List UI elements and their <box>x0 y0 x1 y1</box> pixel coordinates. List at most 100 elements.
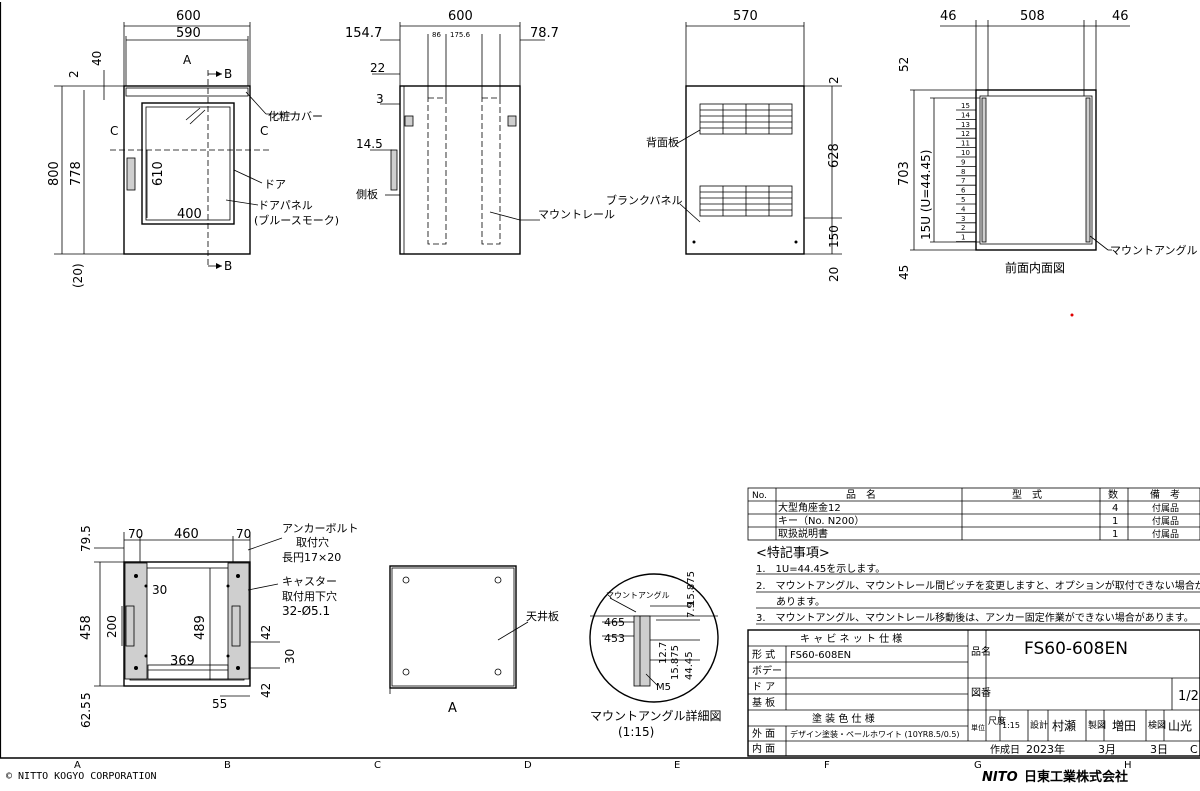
callout-mount-angle: マウントアングル <box>1110 243 1198 257</box>
spec-row-1-value: FS60-608EN <box>790 650 851 661</box>
front-dim-800: 800 <box>47 161 62 186</box>
scale-label: 尺度 <box>988 715 1006 727</box>
rack-unit-6: 6 <box>961 187 966 195</box>
front-cover <box>125 87 249 97</box>
bottom-rail-left <box>124 562 148 680</box>
designer-name: 村瀬 <box>1052 719 1076 733</box>
mount-angle-left <box>981 97 987 243</box>
callout-cosmetic-cover: 化粧カバー <box>268 109 323 123</box>
spec-row-3-label: ド ア <box>752 682 775 693</box>
bottom-dim-30: 30 <box>152 583 167 597</box>
front-dim-778: 778 <box>69 161 84 186</box>
back-dim-2: 2 <box>827 76 841 84</box>
side-dim-14-5: 14.5 <box>356 137 383 151</box>
rack-unit-2: 2 <box>961 224 965 232</box>
copyright: © NITTO KOGYO CORPORATION <box>6 771 157 782</box>
side-latch-left <box>404 115 414 127</box>
parts-header-model: 型 式 <box>1012 488 1042 501</box>
detail-circle <box>589 573 719 703</box>
detail-scale: (1:15) <box>618 725 654 739</box>
door-handle <box>126 157 136 191</box>
front-door-glass <box>145 106 231 221</box>
rack-unit-7: 7 <box>961 177 965 185</box>
bottom-dim-55: 55 <box>212 697 227 711</box>
section-b-label-top: B <box>224 67 232 81</box>
date-month: 3月 <box>1098 743 1116 756</box>
bottom-rail-right <box>227 562 250 680</box>
callout-caster-spec: 32-Ø5.1 <box>282 604 330 618</box>
callout-smoke: (ブルースモーク) <box>254 213 339 227</box>
back-dim-150: 150 <box>827 225 841 248</box>
detail-view <box>589 573 719 703</box>
side-handle <box>390 149 398 191</box>
parts-row-3-name: 取扱説明書 <box>778 527 828 540</box>
inner-dim-46-right: 46 <box>1112 9 1129 24</box>
spec-row-4-label: 基 板 <box>752 696 775 709</box>
paint-header: 塗 装 色 仕 様 <box>812 712 875 725</box>
check-label: 検図 <box>1148 719 1166 731</box>
notes-lines <box>756 573 1200 625</box>
drawn-label: 製図 <box>1088 719 1106 731</box>
back-dim-570: 570 <box>733 9 758 24</box>
paint-row-2-label: 内 面 <box>752 742 775 755</box>
bottom-dim-79-5: 79.5 <box>79 525 93 552</box>
side-dim-78-7: 78.7 <box>530 26 559 41</box>
inner-front-view <box>910 20 1130 251</box>
front-dim-610: 610 <box>151 161 166 186</box>
anchor-slot-left <box>125 605 135 647</box>
grid-letter-h: H <box>1124 760 1132 771</box>
rack-unit-8: 8 <box>961 168 965 176</box>
bottom-dim-42-bottom: 42 <box>259 683 273 698</box>
grid-letter-f: F <box>824 760 830 771</box>
date-year: 2023年 <box>1026 742 1065 756</box>
top-panel <box>389 565 517 689</box>
drawer-name: 増田 <box>1112 719 1136 733</box>
rack-unit-3: 3 <box>961 215 965 223</box>
parts-row-1-name: 大型角座金12 <box>778 501 841 514</box>
detail-callout-m5: M5 <box>656 682 671 693</box>
bottom-dim-489: 489 <box>193 615 208 640</box>
detail-callout-mount-angle: マウントアングル <box>606 590 670 600</box>
sheet-number: 1/2 <box>1178 689 1199 704</box>
spec-row-1-label: 形 式 <box>752 648 775 661</box>
back-dim-628: 628 <box>827 143 842 168</box>
front-body <box>123 85 251 255</box>
rack-unit-9: 9 <box>961 158 965 166</box>
callout-anchor-hole: 取付穴 <box>296 535 329 549</box>
side-dim-154-7: 154.7 <box>345 26 382 41</box>
name-label: 品名 <box>971 645 991 658</box>
callout-back-panel: 背面板 <box>646 135 679 149</box>
design-label: 設計 <box>1030 719 1048 731</box>
inner-dim-46-left: 46 <box>940 9 957 24</box>
callout-mount-rail: マウントレール <box>538 208 615 221</box>
rack-unit-1: 1 <box>961 234 965 242</box>
inner-dim-45: 45 <box>897 265 911 280</box>
detail-dim-12-7: 12.7 <box>658 642 669 664</box>
bottom-view <box>94 532 283 697</box>
paint-row-1-value: デザイン塗装・ペールホワイト (10YR8.5/0.5) <box>790 729 960 739</box>
scale-value: 1:15 <box>1002 721 1020 730</box>
parts-header-name: 品 名 <box>846 488 876 501</box>
parts-header-qty: 数 <box>1108 488 1118 501</box>
rack-unit-11: 11 <box>961 140 970 148</box>
bottom-dim-70-left: 70 <box>128 527 143 541</box>
grid-letter-c: C <box>374 760 381 771</box>
caption-inner-front: 前面内面図 <box>1005 260 1065 275</box>
spec-row-2-label: ボデー <box>752 664 782 677</box>
red-dot-mark <box>1070 313 1074 317</box>
section-a-label: A <box>183 53 192 67</box>
bottom-dim-62-5: 62.5 <box>79 701 93 728</box>
parts-header-note: 備 考 <box>1150 488 1180 501</box>
side-dim-175-6: 175.6 <box>450 31 471 39</box>
grid-letter-a: A <box>74 760 81 771</box>
side-dim-86: 86 <box>432 31 441 39</box>
front-dim-2: 2 <box>67 70 81 78</box>
note-3: 3. マウントアングル、マウントレール移動後は、アンカー固定作業ができない場合が… <box>756 611 1194 624</box>
grid-letter-e: E <box>674 760 680 771</box>
company-logo: NITO <box>982 770 1018 785</box>
note-2-cont: あります。 <box>756 596 825 608</box>
bottom-dim-458: 458 <box>79 615 94 640</box>
notes-title: <特記事項> <box>756 545 830 561</box>
